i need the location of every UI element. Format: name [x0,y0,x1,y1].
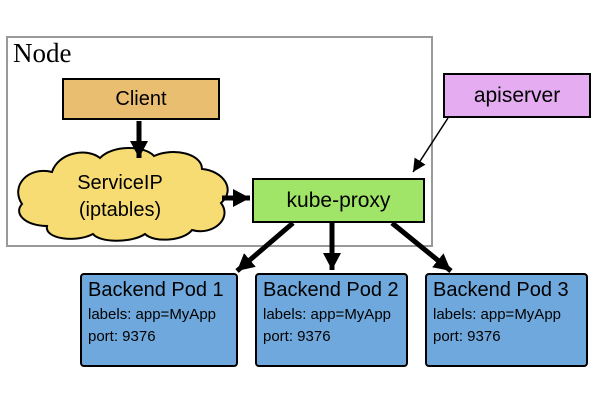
pod-port: port: 9376 [88,328,156,345]
client-label: Client [115,87,167,110]
kube-proxy-box: kube-proxy [252,178,425,223]
service-ip-line2: (iptables) [78,199,162,221]
pod-port: port: 9376 [433,328,501,345]
pod-labels: labels: app=MyApp [88,306,216,323]
service-ip-line1: ServiceIP [77,172,163,194]
pod-title: Backend Pod 2 [263,279,399,301]
pod-labels: labels: app=MyApp [263,306,391,323]
apiserver-label: apiserver [473,83,561,107]
pod-labels: labels: app=MyApp [433,306,561,323]
backend-pod-3: Backend Pod 3 labels: app=MyApp port: 93… [425,273,588,367]
kube-proxy-label: kube-proxy [286,188,391,212]
backend-pod-1: Backend Pod 1 labels: app=MyApp port: 93… [80,273,238,367]
pod-port: port: 9376 [263,328,331,345]
node-label: Node [13,38,72,68]
backend-pod-2: Backend Pod 2 labels: app=MyApp port: 93… [255,273,408,367]
pod-title: Backend Pod 1 [88,279,224,301]
pod-title: Backend Pod 3 [433,279,569,301]
client-box: Client [62,78,220,120]
apiserver-box: apiserver [443,73,591,118]
service-ip-label: ServiceIP (iptables) [25,170,215,224]
